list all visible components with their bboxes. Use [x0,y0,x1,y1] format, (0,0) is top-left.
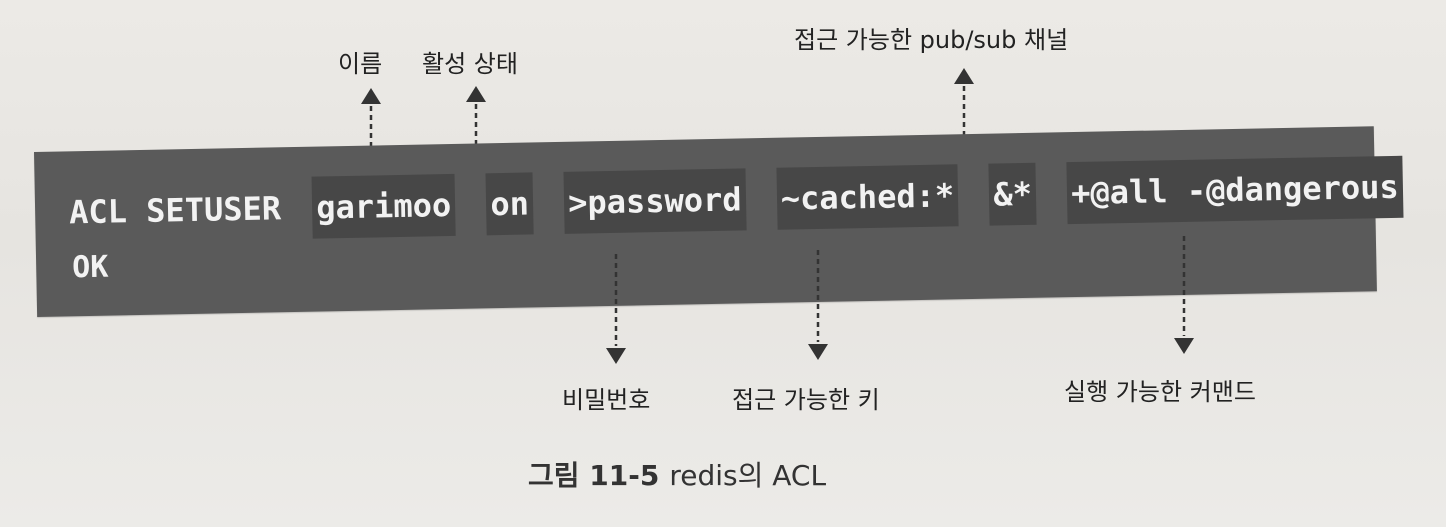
figure-caption: 그림 11-5 redis의 ACL [528,454,826,494]
label-accessible-keys: 접근 가능한 키 [732,386,880,414]
label-name: 이름 [338,50,383,78]
arrow-down-icon [604,254,628,364]
token-active-state: on [485,172,534,236]
label-executable-commands: 실행 가능한 커맨드 [1064,378,1256,406]
arrow-down-icon [806,250,830,360]
command-line: ACL SETUSER garimoo on >password ~cached… [68,155,1416,244]
arrow-down-icon [1172,236,1196,354]
label-active-state: 활성 상태 [422,50,518,78]
arrow-up-icon [359,88,383,158]
token-username: garimoo [311,173,456,239]
token-command-permissions: +@all -@dangerous [1066,155,1404,225]
figure-caption-text: redis의 ACL [669,459,827,492]
token-key-pattern: ~cached:* [776,164,959,230]
label-pubsub-channel: 접근 가능한 pub/sub 채널 [794,26,1069,54]
arrow-up-icon [464,86,488,156]
command-keyword: ACL SETUSER [68,189,282,232]
command-output: OK [71,249,109,286]
token-password: >password [563,168,747,234]
label-password: 비밀번호 [562,386,651,414]
figure-number: 그림 11-5 [528,459,660,492]
token-channel-pattern: &* [988,162,1037,226]
